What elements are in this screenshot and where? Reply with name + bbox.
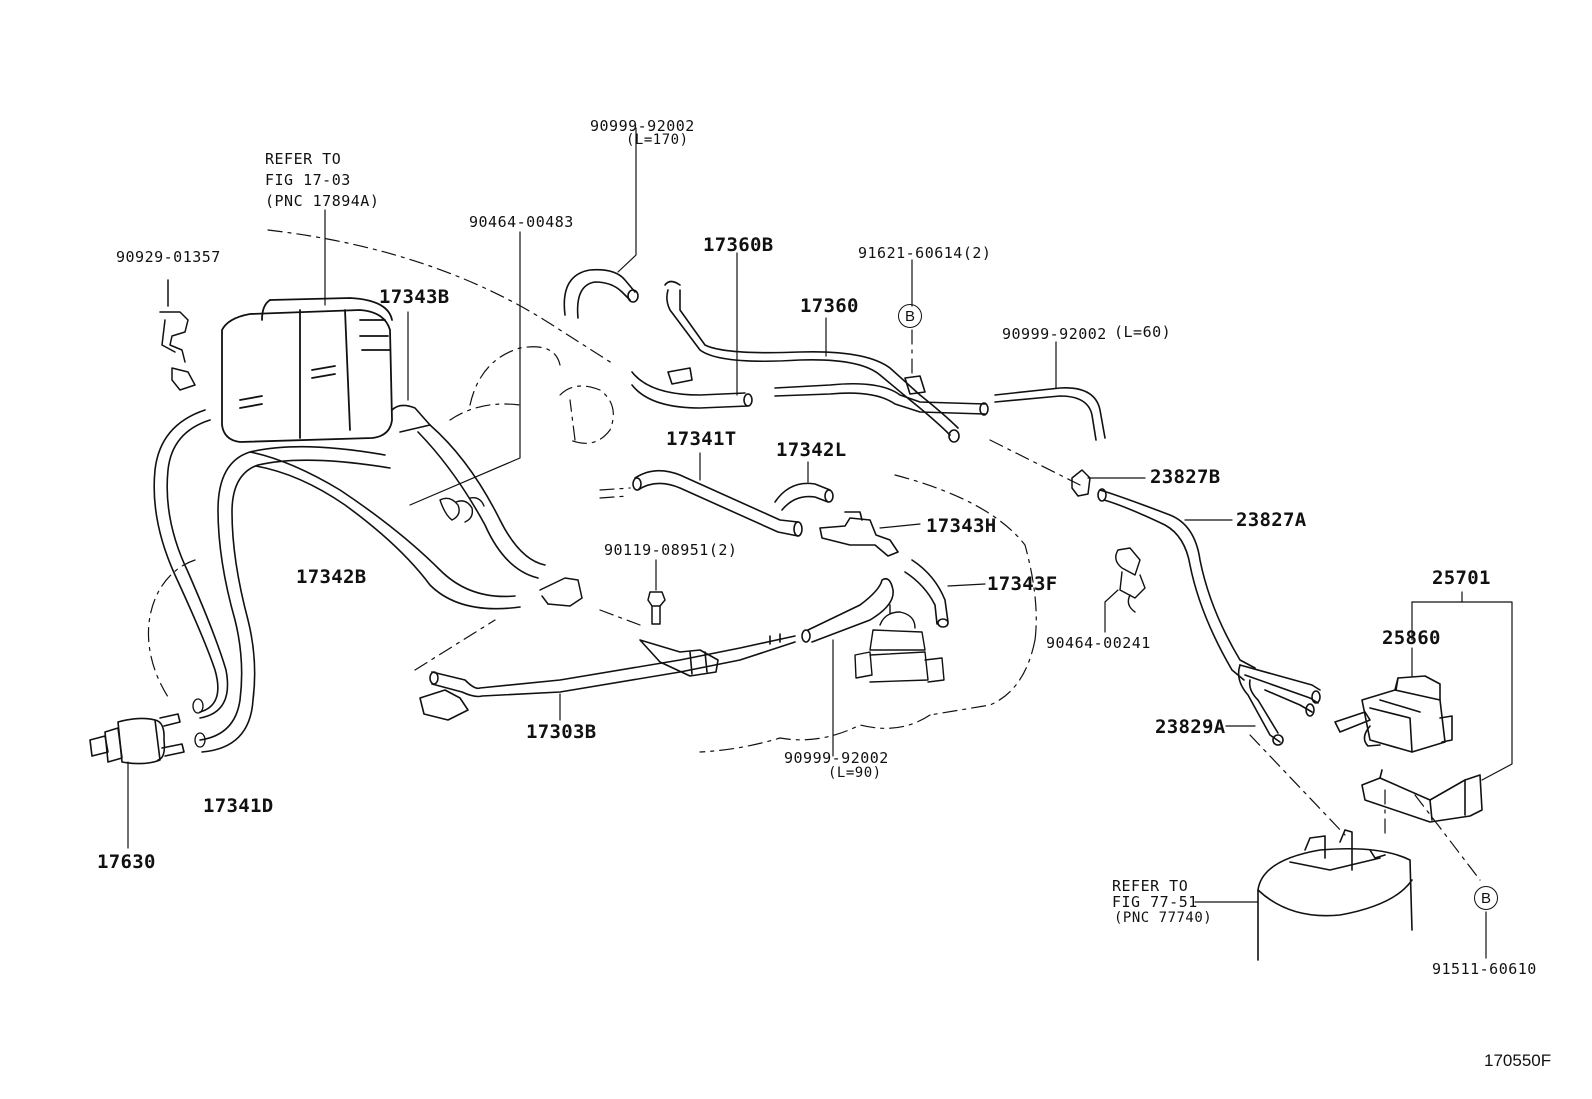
leader-17343h [879,523,921,529]
hose-17342l [774,482,834,511]
engine-outline-dashed [147,229,1481,881]
hose-23829a [1237,664,1321,746]
refer-top-left-line1: REFER TO [265,150,342,168]
refer-top-left-line3: (PNC 17894A) [265,192,380,210]
label-23829a: 23829A [1155,716,1226,738]
label-90999-bottom-length: (L=90) [828,765,882,781]
joint-17343h [819,511,899,557]
label-90464-00241: 90464-00241 [1046,634,1151,652]
hose-17341d [199,445,391,753]
label-17343f: 17343F [987,573,1058,595]
label-17342b: 17342B [296,566,367,588]
label-23827a: 23827A [1236,509,1307,531]
hose-mid-left [249,451,521,610]
label-90999-right: 90999-92002 [1002,325,1107,343]
hose-90999-l60 [994,387,1106,441]
label-91511-60610: 91511-60610 [1432,960,1537,978]
label-91621-60614: 91621-60614(2) [858,244,992,262]
bracket-25701 [1361,769,1483,823]
label-17630: 17630 [97,851,156,873]
fitting-center [539,577,583,607]
leader-17343f [947,583,986,587]
label-17360: 17360 [800,295,859,317]
label-17303b: 17303B [526,721,597,743]
label-17360b: 17360B [703,234,774,256]
label-17341d: 17341D [203,795,274,817]
label-17342l: 17342L [776,439,847,461]
label-90999-top: 90999-92002 [590,117,695,135]
label-90119-08951: 90119-08951(2) [604,541,738,559]
refer-bottom-right-line2: FIG 77-51 [1112,893,1198,911]
label-90929-01357: 90929-01357 [116,248,221,266]
vsv-17630 [89,713,185,765]
hose-17360b [631,371,753,409]
leader-90999-top [617,127,637,273]
pipe-17360 [664,280,989,443]
hose-17342b [153,409,229,719]
clamp-90464-00483 [439,496,485,523]
vsv-25860 [1334,675,1453,753]
clamp-90929 [159,279,196,391]
label-17343b: 17343B [379,286,450,308]
hose-17341t [632,469,803,537]
hose-17343b [391,404,546,579]
ref-marker-b-bottom: B [1474,886,1498,910]
engine-component [854,604,945,683]
refer-top-left-line2: FIG 17-03 [265,171,351,189]
label-17343h: 17343H [926,515,997,537]
pipe-17303b [419,633,796,721]
hose-17343f [904,559,949,628]
leader-90464-00483 [409,231,521,506]
label-90999-bottom: 90999-92002 [784,749,889,767]
refer-bottom-right-line3: (PNC 77740) [1114,910,1213,926]
hose-23827a [1097,488,1256,681]
clip-90464-00241 [1115,547,1146,613]
label-90999-top-length: (L=170) [626,132,689,148]
ref-marker-b-top: B [898,304,922,328]
hose-90999-l90 [801,577,894,643]
label-90999-right-length: (L=60) [1114,323,1172,341]
fuel-canister [1257,829,1413,961]
hose-90999-l170 [563,268,639,319]
label-25860: 25860 [1382,627,1441,649]
bolt-90119 [647,591,666,625]
label-23827b: 23827B [1150,466,1221,488]
label-90464-00483: 90464-00483 [469,213,574,231]
label-25701: 25701 [1432,567,1491,589]
refer-bottom-right-line1: REFER TO [1112,877,1189,895]
figure-id: 170550F [1484,1051,1552,1070]
label-17341t: 17341T [666,428,737,450]
canister-box [221,297,393,443]
clip-23827b [1071,469,1091,497]
leader-90464-00241 [1104,589,1119,633]
